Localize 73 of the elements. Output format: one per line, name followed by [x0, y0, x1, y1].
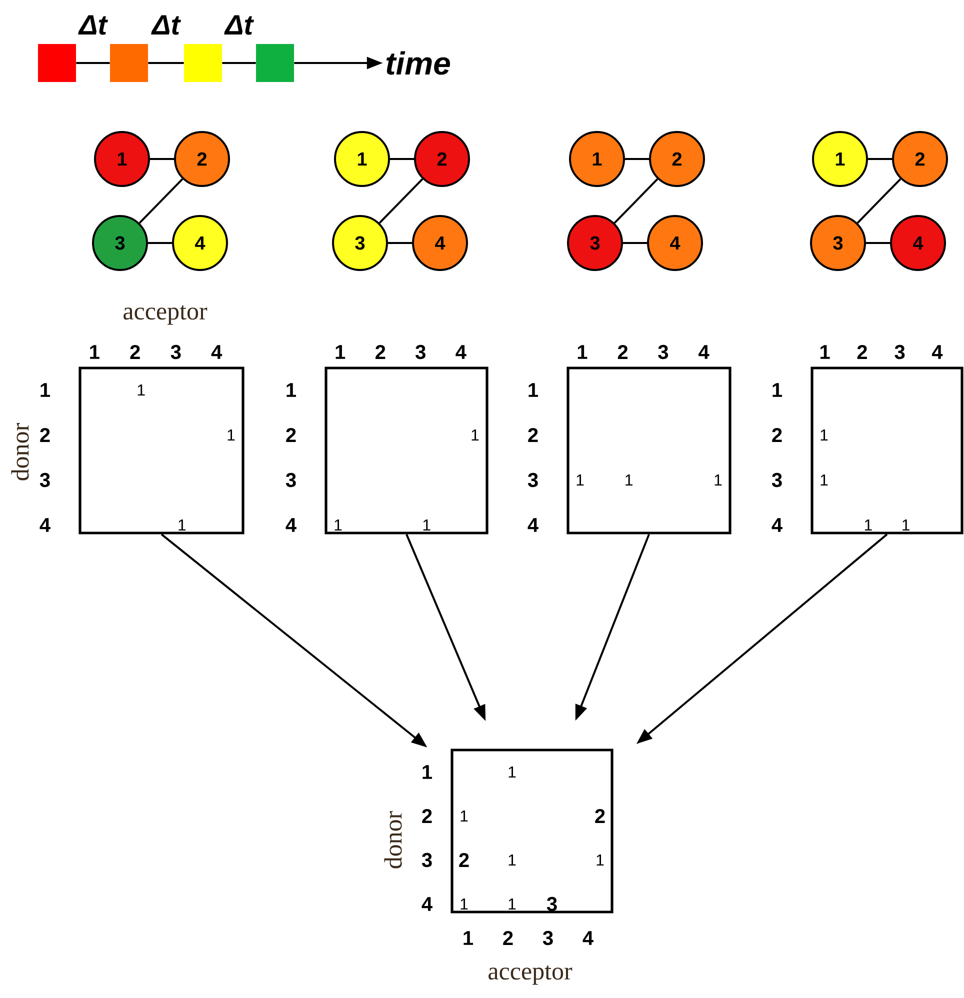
matrix-entry: 1	[460, 898, 468, 910]
column-number: 3	[542, 930, 553, 946]
matrix-entry: 1	[228, 430, 235, 440]
row-number: 1	[528, 383, 538, 397]
connector-line	[868, 158, 892, 160]
edge-label: Δt	[224, 15, 254, 35]
row-number: 4	[40, 518, 50, 532]
row-number: 3	[772, 472, 782, 488]
row-number: 3	[40, 472, 50, 488]
connector-line	[390, 158, 414, 160]
matrix-entry: 1	[334, 520, 342, 530]
row-number: 2	[286, 428, 296, 442]
axis-title: donor	[384, 811, 402, 868]
matrix-entry: 1	[902, 520, 910, 530]
connector-line	[625, 158, 649, 160]
row-number: 3	[528, 472, 538, 488]
connector-line	[388, 242, 412, 244]
matrix-entry: 1	[596, 854, 604, 866]
row-number: 1	[40, 383, 50, 397]
matrix-entry: 1	[460, 810, 468, 822]
connector-line	[614, 178, 658, 224]
matrix-entry: 1	[423, 520, 430, 530]
row-number: 2	[528, 428, 538, 442]
row-number: 3	[422, 852, 432, 868]
connector-line	[856, 178, 902, 224]
connector-line	[148, 242, 172, 244]
matrix-entry: 1	[508, 766, 516, 778]
row-number: 1	[772, 383, 782, 397]
matrix-entry: 3	[546, 896, 557, 912]
row-number: 3	[286, 472, 296, 488]
time-step-square	[110, 44, 148, 82]
edge-label: Δt	[78, 15, 108, 35]
column-number: 2	[503, 931, 513, 945]
matrix-entry: 1	[820, 474, 828, 486]
row-number: 2	[422, 809, 432, 823]
matrix-entry: 1	[626, 474, 632, 486]
connector-line	[138, 178, 184, 224]
connector-line	[378, 178, 424, 224]
row-number: 4	[772, 518, 782, 532]
time-step-square	[256, 44, 294, 82]
column-number: 1	[464, 931, 474, 945]
matrix-entry: 1	[178, 520, 186, 530]
matrix-entry: 2	[595, 809, 605, 823]
matrix-entry: 1	[138, 384, 145, 396]
connector-line	[76, 62, 110, 64]
axis-title: donor	[11, 423, 29, 480]
matrix-entry: 1	[472, 430, 479, 440]
time-step-square	[38, 44, 76, 82]
row-number: 2	[772, 428, 782, 442]
matrix-entry: 1	[508, 898, 516, 910]
row-number: 4	[528, 518, 538, 532]
connector-line	[148, 62, 184, 64]
time-step-square	[184, 44, 222, 82]
matrix-entry: 1	[820, 430, 828, 440]
matrix-entry: 1	[576, 474, 584, 486]
connector-line	[866, 242, 890, 244]
connector-line	[222, 62, 256, 64]
matrix-entry: 1	[714, 474, 722, 486]
row-number: 4	[422, 897, 432, 911]
row-number: 1	[422, 765, 432, 779]
row-number: 2	[40, 428, 50, 442]
connector-line	[623, 242, 647, 244]
row-number: 1	[286, 383, 296, 397]
connector-line	[150, 158, 174, 160]
edge-label: Δt	[151, 15, 181, 35]
axis-label: time	[386, 51, 450, 75]
matrix-entry: 1	[508, 854, 516, 866]
matrix-entry: 1	[864, 520, 872, 530]
row-number: 4	[286, 518, 296, 532]
column-number: 4	[582, 931, 594, 945]
axis-title: acceptor	[124, 305, 208, 325]
matrix-entry: 2	[459, 853, 469, 867]
axis-title: acceptor	[488, 965, 572, 985]
